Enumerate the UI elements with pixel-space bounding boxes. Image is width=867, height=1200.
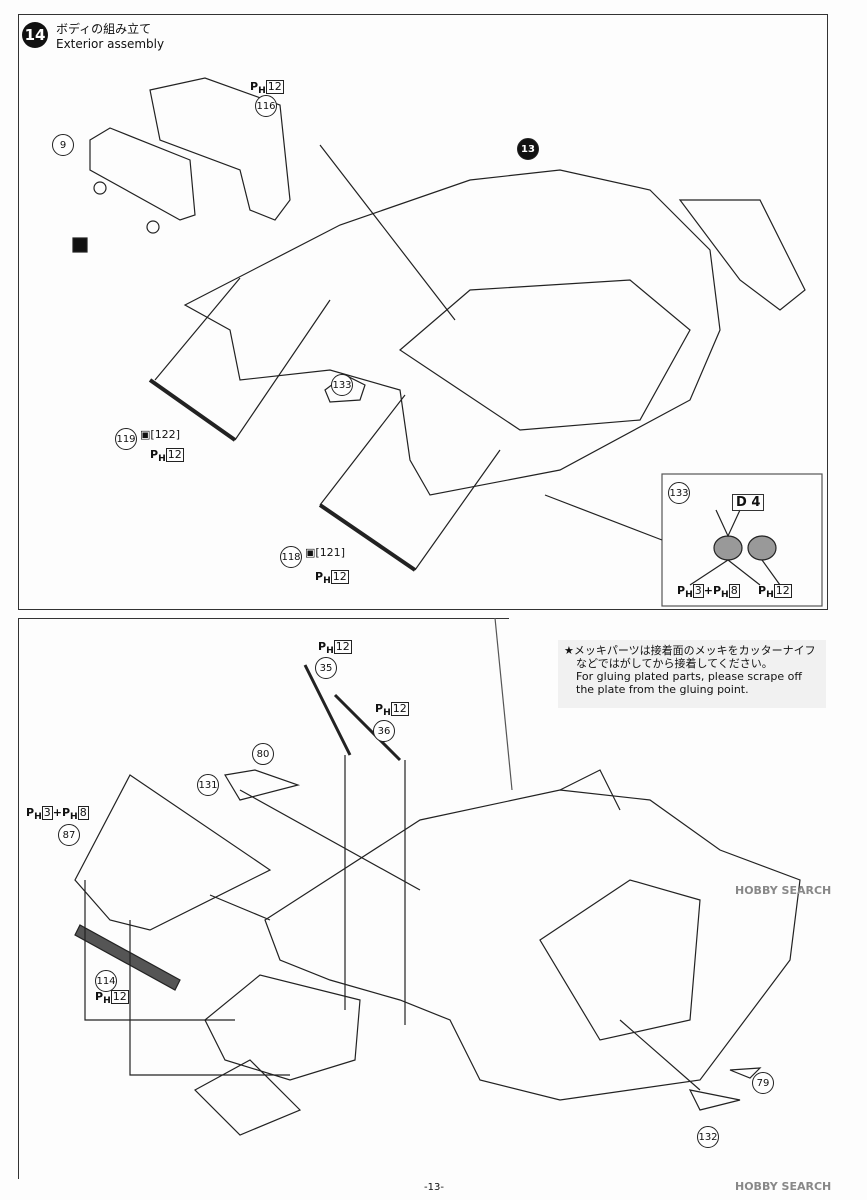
arrows: [154, 144, 501, 571]
decal-label: D 4: [732, 494, 765, 511]
side-window: [539, 879, 701, 1041]
step-title-jp: ボディの組み立て: [56, 22, 152, 36]
part-118-label: 118: [280, 546, 302, 568]
decal-number: 4: [751, 495, 761, 510]
part-131: [224, 769, 301, 801]
glue-icon: [72, 237, 88, 253]
pin: [93, 181, 107, 195]
plated-parts-note: ★メッキパーツは接着面のメッキをカッターナイフ などではがしてから接着してくださ…: [558, 640, 826, 708]
car-body-bottom: [264, 789, 801, 1101]
detail-part-133-label: 133: [668, 482, 690, 504]
car-body-top: [183, 169, 721, 496]
arrows-bottom: [84, 755, 701, 1091]
parts-79-132: [688, 1067, 762, 1111]
part-131-label: 131: [197, 774, 219, 796]
step-13-reference: 13: [517, 138, 539, 160]
part-122-number: 122: [154, 428, 176, 441]
front-frame: [204, 974, 361, 1081]
note-jp-line1: ★メッキパーツは接着面のメッキをカッターナイフ: [564, 644, 816, 657]
part-121-number: 121: [319, 546, 341, 559]
rear-wing-top: [678, 199, 806, 311]
step-number-badge: 14: [22, 22, 48, 48]
rear-wing-part-116: [149, 77, 291, 221]
watermark: HOBBY SEARCH: [735, 884, 832, 897]
part-119-label: 119: [115, 428, 137, 450]
door-outline: [399, 279, 691, 431]
page-number: -13-: [424, 1182, 444, 1193]
decal-letter: D: [736, 495, 747, 510]
grille-part-114: [74, 924, 181, 991]
part-35-label: 35: [315, 657, 337, 679]
part-79-label: 79: [752, 1072, 774, 1094]
step-14-top-frame: [18, 14, 828, 610]
part-80-label: 80: [252, 743, 274, 765]
pin: [146, 220, 160, 234]
part-114-label: 114: [95, 970, 117, 992]
part-122-label: ▣[122]: [140, 428, 180, 441]
watermark: HOBBY SEARCH: [735, 1180, 832, 1193]
part-133-label: 133: [331, 374, 353, 396]
rear-wing-part-9: [89, 127, 196, 221]
step-title-en: Exterior assembly: [56, 37, 165, 51]
note-en: For gluing plated parts, please scrape o…: [576, 670, 802, 696]
step-14-bottom-frame: [18, 618, 509, 1179]
hood-part-87: [74, 774, 272, 931]
part-87-label: 87: [58, 824, 80, 846]
part-116-label: 116: [255, 95, 277, 117]
part-9-label: 9: [52, 134, 74, 156]
part-132-label: 132: [697, 1126, 719, 1148]
part-121-label: ▣[121]: [305, 546, 345, 559]
front-splitter: [194, 1059, 302, 1136]
note-jp-line2: などではがしてから接着してください。: [576, 657, 773, 670]
part-36-label: 36: [373, 720, 395, 742]
